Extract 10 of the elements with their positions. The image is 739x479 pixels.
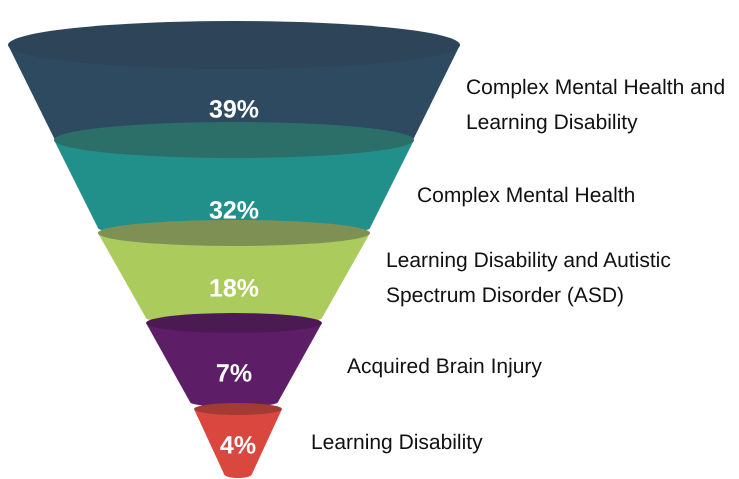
percentage-label: 18% <box>208 274 260 304</box>
category-label: Acquired Brain Injury <box>347 354 543 380</box>
percentage-label: 7% <box>216 360 252 388</box>
percentage-label: 4% <box>220 432 256 460</box>
percentage-label: 32% <box>208 196 260 226</box>
category-label: Learning Disability <box>311 430 484 456</box>
category-label: Complex Mental Health <box>417 183 636 209</box>
category-label: Learning Disability and Autistic Spectrum Disorder (ASD) <box>386 248 672 309</box>
category-label: Complex Mental Health and Learning Disability <box>466 75 726 136</box>
percentage-label: 39% <box>208 96 260 124</box>
